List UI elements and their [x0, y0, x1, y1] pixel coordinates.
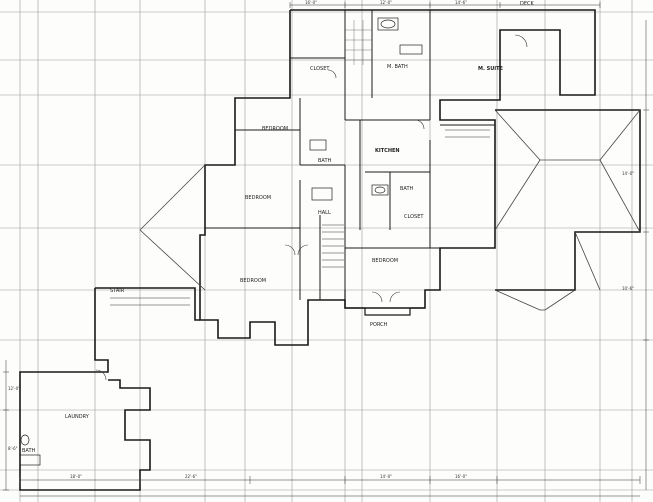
dimension-top-2: 12'-0": [380, 0, 392, 5]
room-label-kitchen: KITCHEN: [375, 148, 400, 154]
dimension-left-2: 8'-6": [8, 446, 18, 451]
room-label-stair: STAIR: [110, 288, 125, 294]
door-swings: [95, 34, 528, 381]
dimension-top-3: 14'-6": [455, 0, 467, 5]
dimension-left-1: 12'-0": [8, 386, 20, 391]
dimension-right-1: 14'-0": [622, 171, 634, 176]
room-label-m-bath: M. BATH: [387, 64, 408, 70]
dimension-bottom-3: 14'-0": [380, 474, 392, 479]
room-label-bedroom-2: BEDROOM: [245, 195, 271, 201]
top-dimension-string: [289, 2, 601, 8]
room-label-bedroom-4: BEDROOM: [372, 258, 398, 264]
room-label-closet: CLOSET: [310, 66, 330, 72]
room-label-bath-1: BATH: [318, 158, 332, 164]
entry-bay: [344, 290, 425, 316]
bottom-dimension-string: [19, 476, 641, 497]
room-label-hall: HALL: [318, 210, 331, 216]
room-label-deck: DECK: [520, 1, 535, 7]
dimension-bottom-2: 22'-6": [185, 474, 197, 479]
dimension-right-2: 10'-6": [622, 286, 634, 291]
fixtures: [19, 17, 423, 466]
room-label-closet-2: CLOSET: [404, 214, 424, 220]
room-label-bath-2: BATH: [400, 186, 414, 192]
room-label-m-suite: M. SUITE: [478, 66, 504, 72]
dimension-top-1: 16'-0": [305, 0, 317, 5]
stair-treads: [110, 129, 490, 306]
dimension-bottom-4: 16'-0": [455, 474, 467, 479]
room-label-bath-3: BATH: [22, 448, 36, 454]
room-label-porch: PORCH: [370, 322, 388, 328]
side-dimension-strings: [3, 20, 649, 491]
dimension-bottom-1: 18'-0": [70, 474, 82, 479]
room-label-bedroom-3: BEDROOM: [240, 278, 266, 284]
room-label-laundry: LAUNDRY: [65, 414, 90, 420]
room-label-bedroom-1: BEDROOM: [262, 126, 288, 132]
roof-lines: [139, 109, 641, 311]
bath-tile-grid: [345, 20, 372, 65]
